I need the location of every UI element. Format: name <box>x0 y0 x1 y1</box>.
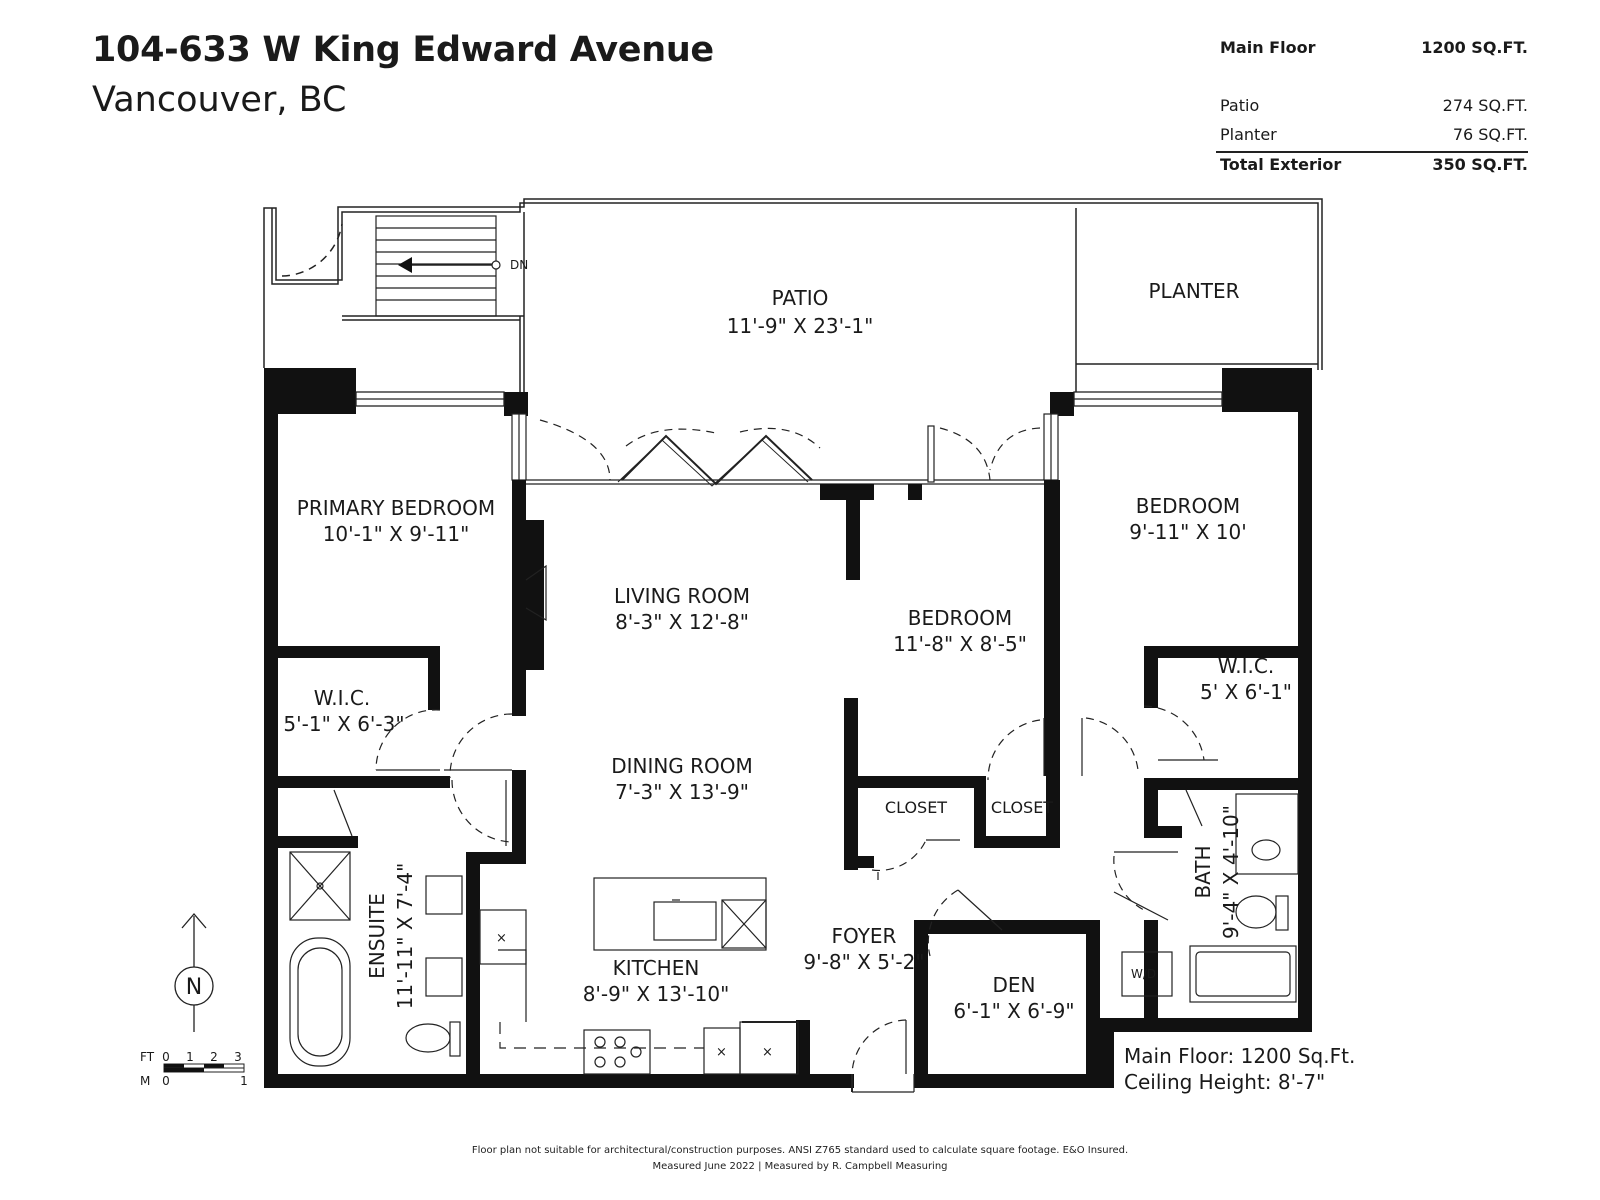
area-table-divider <box>1216 151 1528 153</box>
right-wic-label: W.I.C. <box>1218 654 1274 678</box>
scale-bar <box>163 1063 245 1073</box>
scale-ft-tick-1: 1 <box>186 1050 194 1064</box>
closet-labels: CLOSET CLOSET <box>885 798 1053 817</box>
bath-dimensions: 9'-4" X 4'-10" <box>1219 805 1243 939</box>
planter-area-value: 76 SQ.FT. <box>1452 125 1528 144</box>
main-floor-note: Main Floor: 1200 Sq.Ft. <box>1124 1044 1356 1068</box>
fireplace <box>525 564 547 622</box>
right-bedroom-label: BEDROOM <box>1136 494 1240 518</box>
area-row-patio: Patio 274 SQ.FT. <box>1220 96 1528 118</box>
top-windows <box>355 391 1223 407</box>
right-bedroom-dimensions: 9'-11" X 10' <box>1129 520 1246 544</box>
room-labels: PATIO 11'-9" X 23'-1" PLANTER PRIMARY BE… <box>283 279 1292 1023</box>
area-row-total-exterior: Total Exterior 350 SQ.FT. <box>1220 155 1528 177</box>
total-exterior-label: Total Exterior <box>1220 155 1342 174</box>
footer-measured-by: Measured June 2022 | Measured by R. Camp… <box>652 1161 948 1172</box>
property-city: Vancouver, BC <box>92 80 347 120</box>
foyer-label: FOYER <box>832 924 897 948</box>
closet-left-label: CLOSET <box>885 798 947 817</box>
right-wic-dimensions: 5' X 6'-1" <box>1200 680 1292 704</box>
total-exterior-value: 350 SQ.FT. <box>1432 155 1528 174</box>
scale-ft-tick-3: 3 <box>234 1050 242 1064</box>
ensuite-fixtures <box>289 851 463 1067</box>
washer-dryer-label: W/D <box>1131 967 1156 981</box>
bath-fixtures <box>1121 793 1299 1003</box>
footer-disclaimer: Floor plan not suitable for architectura… <box>471 1145 1129 1156</box>
north-arrow-label: N <box>186 975 202 1000</box>
bath-label: BATH <box>1191 845 1215 898</box>
planter-area-label: Planter <box>1220 125 1277 144</box>
planter-label: PLANTER <box>1148 279 1239 303</box>
left-wic-label: W.I.C. <box>314 686 370 710</box>
scale-ft-tick-2: 2 <box>210 1050 218 1064</box>
primary-bedroom-dimensions: 10'-1" X 9'-11" <box>323 522 470 546</box>
scale-m-label: M <box>140 1074 150 1088</box>
living-room-dimensions: 8'-3" X 12'-8" <box>615 610 749 634</box>
kitchen-label: KITCHEN <box>613 956 700 980</box>
closet-right-label: CLOSET <box>991 798 1053 817</box>
middle-bedroom-dimensions: 11'-8" X 8'-5" <box>893 632 1027 656</box>
dining-room-label: DINING ROOM <box>611 754 753 778</box>
exterior-stairs <box>375 215 501 317</box>
main-floor-value: 1200 SQ.FT. <box>1421 38 1528 57</box>
scale-ft-label: FT <box>140 1050 155 1064</box>
ceiling-height-note: Ceiling Height: 8'-7" <box>1124 1070 1326 1094</box>
area-row-planter: Planter 76 SQ.FT. <box>1220 125 1528 147</box>
den-dimensions: 6'-1" X 6'-9" <box>953 999 1074 1023</box>
stairs-down-arrow-icon <box>398 257 412 273</box>
dishwasher-x-icon: × <box>496 931 507 946</box>
scale-ft-tick-0: 0 <box>162 1050 170 1064</box>
middle-bedroom-label: BEDROOM <box>908 606 1012 630</box>
patio-area-value: 274 SQ.FT. <box>1442 96 1528 115</box>
kitchen-fixtures <box>479 877 799 1075</box>
patio-area-label: Patio <box>1220 96 1260 115</box>
pantry-x-icon: × <box>762 1045 773 1060</box>
patio-label: PATIO <box>772 286 829 310</box>
property-address: 104-633 W King Edward Avenue <box>92 30 714 70</box>
foyer-dimensions: 9'-8" X 5'-2" <box>803 950 924 974</box>
stairs-down-label: DN <box>510 258 528 272</box>
scale-m-tick-0: 0 <box>162 1074 170 1088</box>
exterior-walls <box>264 368 1312 1088</box>
left-wic-dimensions: 5'-1" X 6'-3" <box>283 712 404 736</box>
fridge-x-icon: × <box>716 1045 727 1060</box>
patio-dimensions: 11'-9" X 23'-1" <box>727 314 874 338</box>
main-floor-label: Main Floor <box>1220 38 1316 57</box>
patio-sliding-doors <box>511 413 1059 487</box>
ensuite-dimensions: 11'-11" X 7'-4" <box>393 863 417 1010</box>
dining-room-dimensions: 7'-3" X 13'-9" <box>615 780 749 804</box>
north-arrow-icon <box>174 913 214 1032</box>
ensuite-label: ENSUITE <box>365 893 389 979</box>
area-row-main-floor: Main Floor 1200 SQ.FT. <box>1220 38 1528 60</box>
living-room-label: LIVING ROOM <box>614 584 750 608</box>
door-swings <box>333 705 1218 1093</box>
kitchen-dimensions: 8'-9" X 13'-10" <box>583 982 730 1006</box>
den-label: DEN <box>993 973 1036 997</box>
scale-m-tick-1: 1 <box>240 1074 248 1088</box>
primary-bedroom-label: PRIMARY BEDROOM <box>297 496 495 520</box>
interior-walls <box>278 480 1298 1088</box>
